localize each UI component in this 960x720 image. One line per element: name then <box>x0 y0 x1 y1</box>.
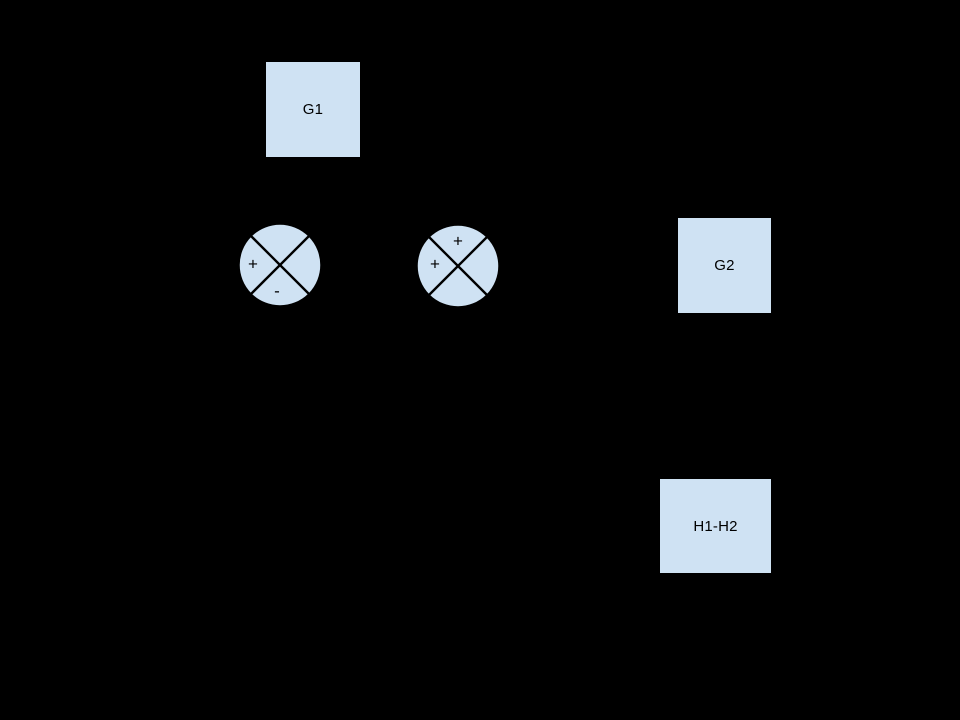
sum-right-plus-sign-left: + <box>430 254 440 274</box>
summing-junction-circle-icon <box>416 224 500 308</box>
block-h1-h2-label: H1-H2 <box>693 517 738 535</box>
junction-cross-line <box>428 236 488 296</box>
block-h1-h2: H1-H2 <box>659 478 772 574</box>
block-g1: G1 <box>265 61 361 158</box>
block-g2: G2 <box>677 217 772 314</box>
summing-junction-circle-icon <box>238 223 322 307</box>
block-g1-label: G1 <box>302 101 324 118</box>
sum-right-plus-sign-top: + <box>453 231 463 251</box>
junction-cross-line <box>250 235 310 295</box>
summing-junction-right: + + <box>416 224 500 308</box>
sum-left-plus-sign: + <box>248 254 258 274</box>
sum-left-minus-sign: - <box>274 281 280 301</box>
summing-junction-left: + - <box>238 223 322 307</box>
block-g2-label: G2 <box>714 257 735 274</box>
